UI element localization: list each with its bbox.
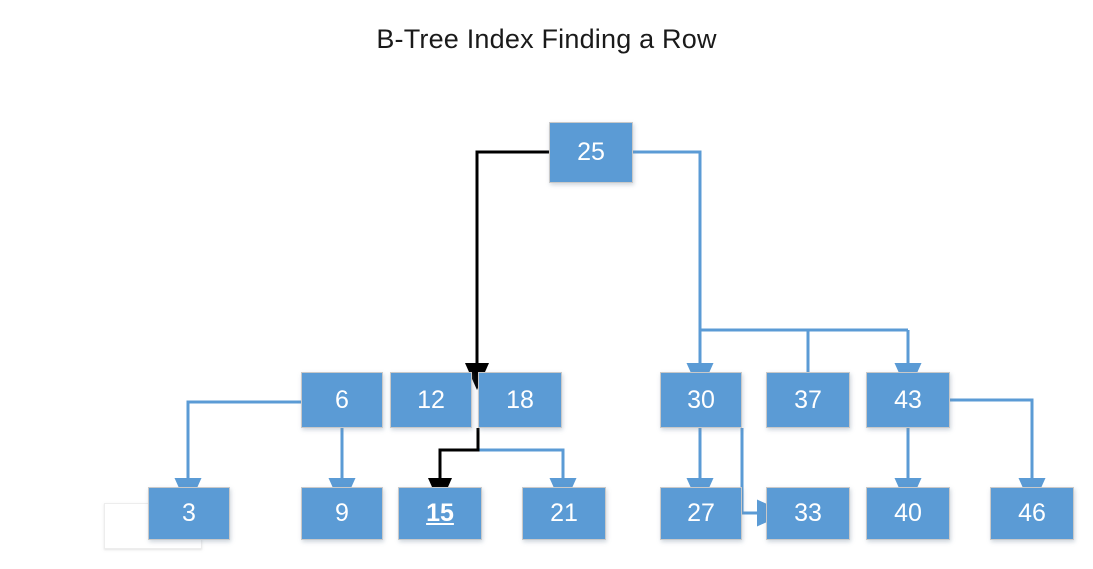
node-leaf-9[interactable]: 9: [301, 487, 383, 540]
node-leaf-15-found[interactable]: 15: [398, 487, 482, 540]
gap-artifact-30: [742, 386, 754, 414]
node-internal-37[interactable]: 37: [766, 372, 850, 428]
node-leaf-27[interactable]: 27: [660, 487, 742, 540]
node-leaf-40[interactable]: 40: [866, 487, 950, 540]
node-leaf-33[interactable]: 33: [766, 487, 850, 540]
node-leaf-21[interactable]: 21: [522, 487, 606, 540]
node-leaf-3[interactable]: 3: [148, 487, 230, 540]
edge-6-to-3: [174, 400, 301, 508]
edge-18-to-21: [476, 428, 577, 508]
node-internal-30[interactable]: 30: [660, 372, 742, 428]
edge-search-25-to-18: [465, 150, 549, 390]
node-internal-12[interactable]: 12: [390, 372, 472, 428]
node-leaf-46[interactable]: 46: [990, 487, 1074, 540]
edge-30-to-33: [740, 428, 787, 527]
edge-search-18-to-15: [428, 428, 480, 505]
node-internal-43[interactable]: 43: [866, 372, 950, 428]
node-internal-6[interactable]: 6: [301, 372, 383, 428]
page-title: B-Tree Index Finding a Row: [376, 24, 717, 54]
node-root-25[interactable]: 25: [549, 122, 633, 183]
edge-43-to-46: [950, 398, 1046, 508]
node-internal-18[interactable]: 18: [478, 372, 562, 428]
edge-root-to-right-group: [633, 150, 702, 330]
